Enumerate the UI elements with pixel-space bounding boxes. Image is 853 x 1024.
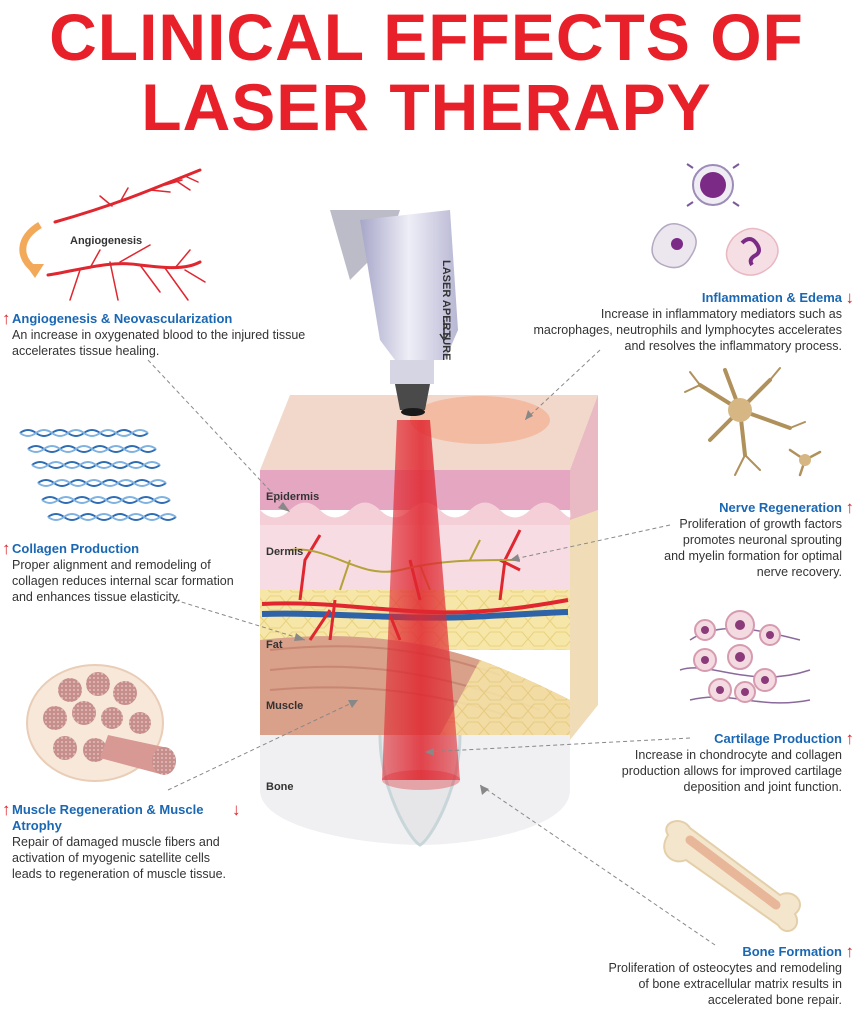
collagen-fibers-icon [19, 429, 177, 521]
effect-heading: Nerve Regeneration [719, 500, 842, 515]
effect-angiogenesis: ↑ Angiogenesis & Neovascularization An i… [2, 310, 312, 359]
angiogenesis-label: Angiogenesis [70, 235, 142, 247]
increase-arrow-icon: ↑ [845, 498, 853, 517]
increase-arrow-icon: ↑ [2, 800, 11, 819]
effect-heading: Inflammation & Edema [701, 290, 842, 305]
cycle-arrow-icon [19, 221, 42, 273]
laser-spot [382, 770, 460, 790]
cycle-arrowhead-icon [25, 264, 44, 278]
effect-description: Repair of damaged muscle fibers and acti… [12, 835, 227, 881]
effect-description: Increase in inflammatory mediators such … [533, 307, 842, 353]
neuron-icon [684, 367, 822, 477]
effect-heading: Cartilage Production [714, 731, 842, 746]
increase-arrow-icon: ↑ [2, 539, 11, 558]
layer-label-fat: Fat [266, 639, 283, 651]
effect-heading: Collagen Production [12, 541, 140, 556]
laser-probe: LASER APERTURE [330, 210, 458, 416]
effect-heading: Bone Formation [742, 944, 842, 959]
page-title-line-1: CLINICAL EFFECTS OF [49, 0, 804, 74]
bone-icon [663, 820, 801, 932]
increase-arrow-icon: ↑ [2, 309, 11, 328]
effect-description: Proliferation of growth factors promotes… [664, 517, 842, 579]
laser-aperture-label: LASER APERTURE [440, 260, 452, 360]
effect-description: Increase in chondrocyte and collagen pro… [621, 748, 842, 794]
immune-cells-icon [651, 163, 779, 276]
leader-lines [147, 349, 716, 946]
increase-arrow-icon: ↑ [845, 942, 853, 961]
laser-beam [382, 420, 460, 780]
decrease-arrow-icon: ↓ [845, 288, 853, 307]
angiogenesis-vessels-icon [46, 168, 206, 301]
effect-heading: Muscle Regeneration & Muscle Atrophy [12, 802, 204, 833]
effect-description: Proper alignment and remodeling of colla… [12, 558, 234, 604]
effect-bone: ↑ Bone Formation Proliferation of osteoc… [596, 943, 853, 1008]
increase-arrow-icon: ↑ [845, 729, 853, 748]
effect-cartilage: ↑ Cartilage Production Increase in chond… [612, 730, 853, 795]
chondrocytes-icon [679, 610, 811, 704]
page-title-line-2: LASER THERAPY [141, 70, 712, 144]
effect-muscle: ↑ ↓ Muscle Regeneration & Muscle Atrophy… [2, 800, 242, 882]
layer-label-muscle: Muscle [266, 700, 303, 712]
effect-nerve: ↑ Nerve Regeneration Proliferation of gr… [660, 499, 853, 580]
leader-arrowheads [278, 410, 533, 795]
effect-inflammation: ↓ Inflammation & Edema Increase in infla… [520, 289, 853, 354]
effect-description: Proliferation of osteocytes and remodeli… [608, 961, 842, 1007]
effect-collagen: ↑ Collagen Production Proper alignment a… [2, 540, 242, 605]
effect-description: An increase in oxygenated blood to the i… [12, 328, 306, 358]
effect-heading: Angiogenesis & Neovascularization [12, 311, 233, 326]
layer-label-bone: Bone [266, 781, 294, 793]
layer-label-dermis: Dermis [266, 546, 303, 558]
layer-label-epidermis: Epidermis [266, 491, 319, 503]
muscle-bundle-icon [26, 664, 176, 782]
decrease-arrow-icon: ↓ [232, 800, 241, 819]
